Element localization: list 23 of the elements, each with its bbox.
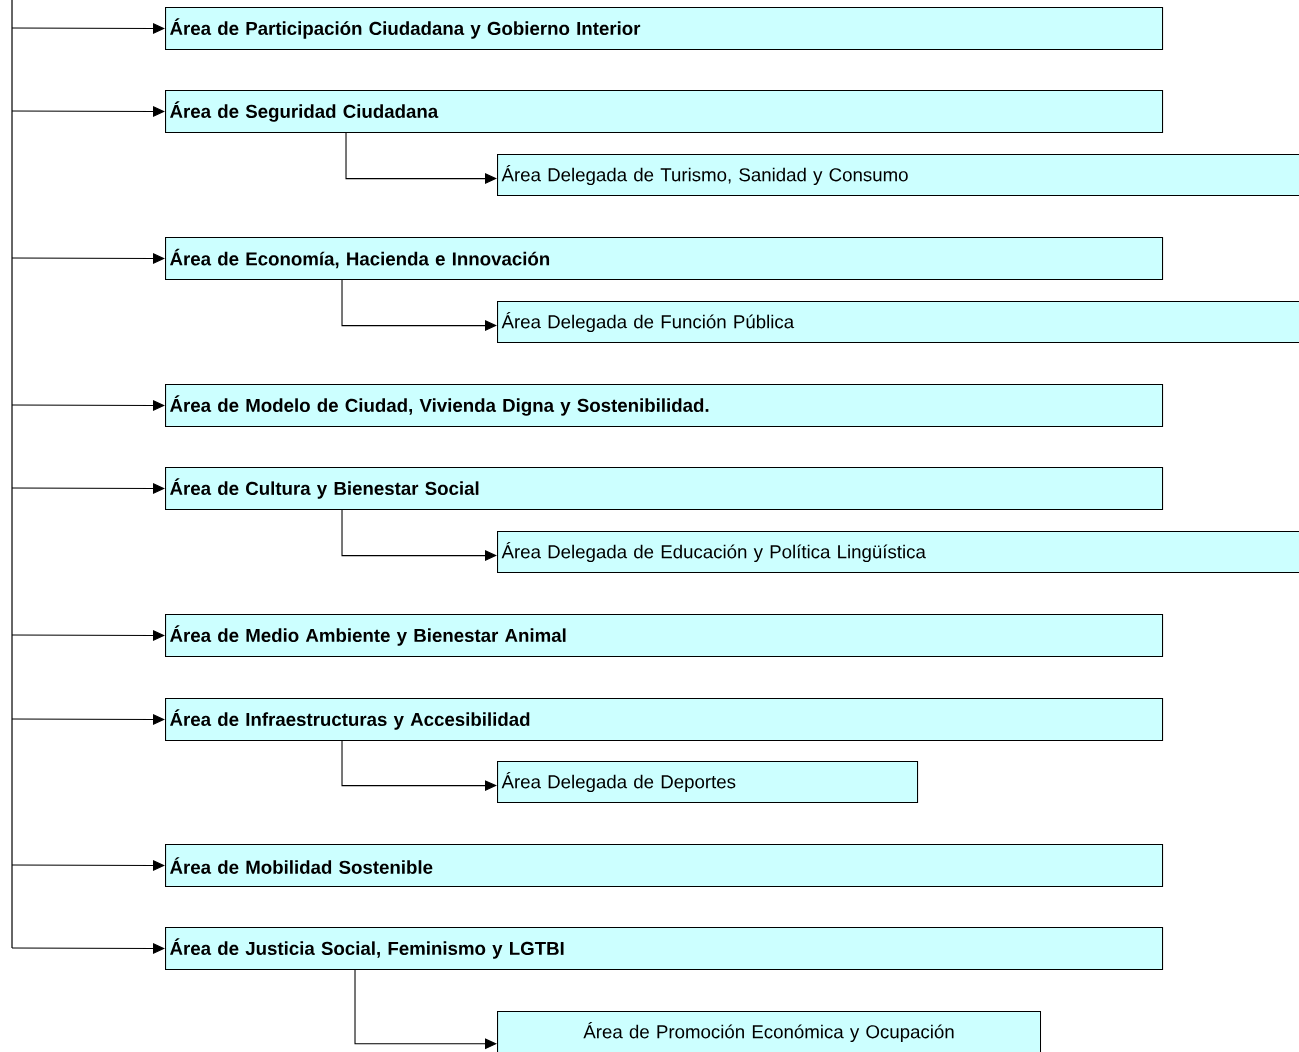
- area-box: Área de Infraestructuras y Accesibilidad: [165, 698, 1164, 742]
- area-box: Área de Seguridad Ciudadana: [165, 90, 1164, 134]
- sub-area-box: Área Delegada de Educación y Política Lingüística: [497, 531, 1299, 574]
- area-box: Área de Cultura y Bienestar Social: [165, 467, 1164, 511]
- arrow: [11, 630, 165, 641]
- area-box: Área de Mobilidad Sostenible: [165, 844, 1164, 888]
- sub-area-box: Área Delegada de Turismo, Sanidad y Consumo: [497, 154, 1299, 197]
- area-box: Área de Medio Ambiente y Bienestar Animal: [165, 614, 1164, 658]
- arrow: [11, 23, 165, 34]
- arrow: [11, 860, 165, 871]
- area-box: Área de Participación Ciudadana y Gobierno Interior: [165, 7, 1164, 51]
- area-box: Área de Modelo de Ciudad, Vivienda Digna y Sostenibilidad.: [165, 384, 1164, 428]
- sub-area-box: Área Delegada de Deportes: [497, 761, 919, 804]
- arrow: [11, 253, 165, 264]
- area-box: Área de Economía, Hacienda e Innovación: [165, 237, 1164, 281]
- arrow: [11, 106, 165, 117]
- arrow: [11, 714, 165, 725]
- arrow: [11, 483, 165, 494]
- area-box: Área de Justicia Social, Feminismo y LGTBI: [165, 927, 1164, 971]
- sub-area-box: Área Delegada de Función Pública: [497, 301, 1299, 344]
- sub-area-box: Área de Promoción Económica y Ocupación: [497, 1011, 1042, 1052]
- arrow: [11, 943, 165, 954]
- arrow: [11, 400, 165, 411]
